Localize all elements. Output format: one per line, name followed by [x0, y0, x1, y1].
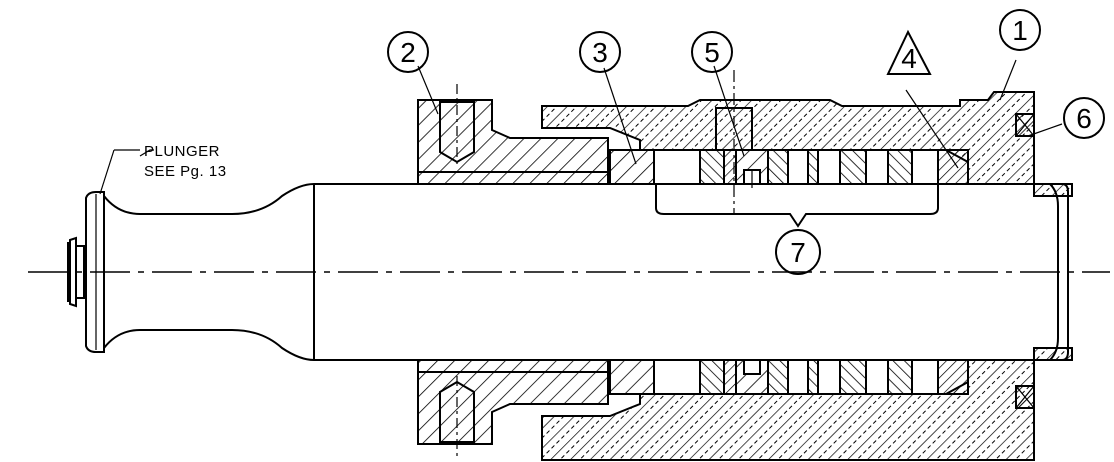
callout-5: 5 — [691, 31, 733, 73]
callout-4-label: 4 — [901, 43, 917, 74]
callout-2: 2 — [387, 31, 429, 73]
callout-1-label: 1 — [1012, 15, 1028, 46]
bracket-7 — [655, 184, 939, 228]
housing — [541, 70, 1073, 461]
callout-6-label: 6 — [1076, 103, 1092, 134]
gland-nut — [417, 84, 609, 460]
callout-3: 3 — [579, 31, 621, 73]
callout-7-label: 7 — [790, 237, 806, 268]
callout-2-label: 2 — [400, 37, 416, 68]
callout-3-label: 3 — [592, 37, 608, 68]
note-line-1: PLUNGER — [144, 143, 220, 160]
bushing — [609, 149, 655, 395]
callout-6: 6 — [1063, 97, 1105, 139]
packing-set — [699, 149, 969, 395]
note-line-2: SEE Pg. 13 — [144, 163, 227, 180]
leader-lines — [99, 59, 1063, 195]
callout-4: 4 — [886, 29, 932, 75]
callout-7: 7 — [775, 229, 821, 275]
plunger-note: PLUNGER SEE Pg. 13 — [144, 143, 227, 180]
callout-5-label: 5 — [704, 37, 720, 68]
callout-1: 1 — [999, 9, 1041, 51]
